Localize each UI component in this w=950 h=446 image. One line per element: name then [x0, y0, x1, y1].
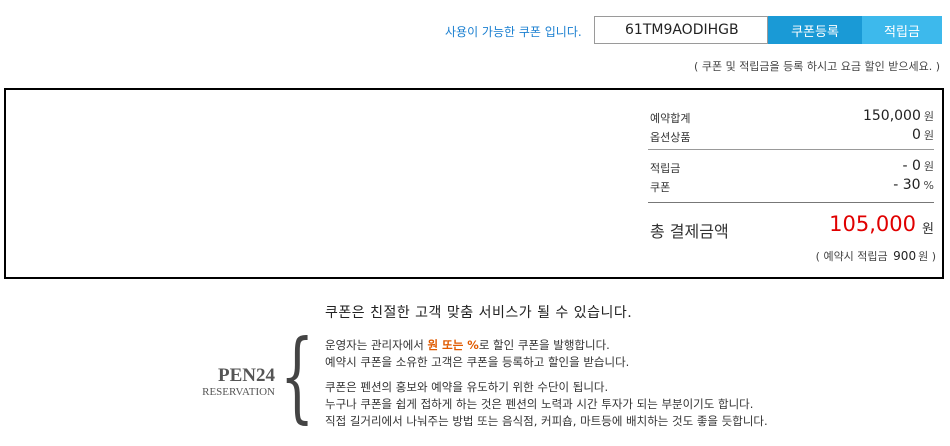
pen24-logo: PEN24 RESERVATION: [175, 365, 275, 399]
coupon-available-message: 사용이 가능한 쿠폰 입니다.: [445, 25, 582, 39]
reserve-points-suffix: 원 ): [918, 250, 936, 263]
won-unit: 원: [923, 160, 934, 173]
coupon-row: 쿠폰 - 30%: [648, 177, 934, 196]
won-unit: 원: [923, 110, 934, 123]
option-label: 옵션상품: [650, 131, 691, 144]
total-row: 총 결제금액 105,000 원: [648, 203, 934, 241]
coupon-hint: ( 쿠폰 및 적립금을 등록 하시고 요금 할인 받으세요. ): [694, 60, 940, 73]
curly-brace-icon: {: [280, 320, 315, 434]
reserve-points-prefix: ( 예약시 적립금: [815, 250, 888, 263]
coupon-label: 쿠폰: [650, 181, 671, 194]
info-description: 운영자는 관리자에서 원 또는 %로 할인 쿠폰을 발행합니다. 예약시 쿠폰을…: [325, 337, 768, 430]
info-line: 운영자는 관리자에서 원 또는 %로 할인 쿠폰을 발행합니다.: [325, 337, 768, 354]
brand-subtitle: RESERVATION: [202, 386, 275, 398]
info-gap: [325, 371, 768, 379]
info-line: 누구나 쿠폰을 쉽게 접하게 하는 것은 펜션의 노력과 시간 투자가 되는 부…: [325, 397, 754, 411]
info-line: 직접 길거리에서 나눠주는 방법 또는 음식점, 커피숍, 마트등에 배치하는 …: [325, 414, 768, 428]
total-won-unit: 원: [922, 222, 934, 237]
points-label: 적립금: [650, 162, 681, 175]
brand-name: PEN24: [218, 365, 275, 386]
info-line1-text: 운영자는 관리자에서: [325, 338, 428, 352]
summary-divider: [648, 149, 934, 150]
coupon-code-input[interactable]: [594, 16, 768, 44]
percent-unit: %: [923, 179, 934, 192]
total-label: 총 결제금액: [650, 222, 729, 241]
won-unit: 원: [923, 129, 934, 142]
points-value: - 0: [902, 158, 921, 174]
option-value: 0: [911, 127, 921, 143]
points-button[interactable]: 적립금: [862, 16, 942, 44]
coupon-value: - 30: [893, 177, 921, 193]
reserve-points-value: 900: [893, 249, 917, 263]
reservation-total-label: 예약합계: [650, 112, 691, 125]
reservation-total-value: 150,000: [862, 108, 921, 124]
total-value: 105,000: [829, 212, 916, 236]
info-line1-text-end: 로 할인 쿠폰을 발행합니다.: [478, 338, 610, 352]
total-divider: [648, 202, 934, 203]
coupon-bar: 사용이 가능한 쿠폰 입니다. 쿠폰등록 적립금: [0, 16, 950, 44]
info-heading: 쿠폰은 친절한 고객 맞춤 서비스가 될 수 있습니다.: [325, 305, 633, 321]
info-line: 쿠폰은 펜션의 홍보와 예약을 유도하기 위한 수단이 됩니다.: [325, 380, 609, 394]
info-line: 예약시 쿠폰을 소유한 고객은 쿠폰을 등록하고 할인을 받습니다.: [325, 355, 630, 369]
info-highlight: 원 또는 %: [427, 338, 479, 352]
coupon-register-button[interactable]: 쿠폰등록: [768, 16, 862, 44]
